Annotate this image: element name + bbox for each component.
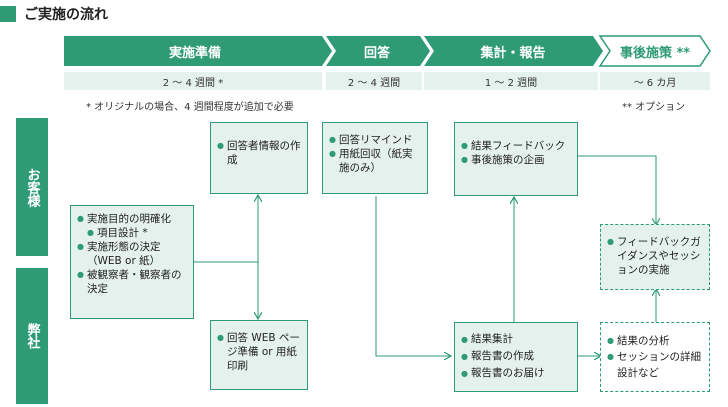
lane-company: 弊社 bbox=[16, 268, 48, 404]
duration-3: 1 ～ 2 週間 bbox=[424, 72, 598, 90]
duration-4: ～ 6 カ月 bbox=[600, 72, 710, 90]
box-feedback: 結果フィードバック 事後施策の企画 bbox=[454, 122, 578, 196]
phase-label-4: 事後施策 ** bbox=[619, 45, 691, 61]
phase-label-2: 回答 bbox=[363, 45, 390, 61]
box-answer-web: 回答 WEB ページ準備 or 用紙印刷 bbox=[210, 320, 308, 390]
note-right: ** オプション bbox=[622, 102, 686, 113]
box-remind: 回答リマインド 用紙回収（紙実施のみ） bbox=[322, 122, 428, 194]
lane-customer: お客様 bbox=[16, 118, 48, 256]
phase-arrow-3 bbox=[424, 36, 603, 66]
phase-label-1: 実施準備 bbox=[168, 45, 221, 61]
duration-1: 2 ～ 4 週間 * bbox=[64, 72, 322, 90]
box-respondent-info: 回答者情報の作成 bbox=[210, 122, 308, 194]
phase-label-3: 集計・報告 bbox=[480, 45, 546, 61]
phase-arrow-4 bbox=[598, 35, 711, 67]
page-title: ご実施の流れ bbox=[24, 7, 108, 23]
duration-2: 2 ～ 4 週間 bbox=[326, 72, 422, 90]
box-guidance: フィードバックガイダンスやセッションの実施 bbox=[600, 224, 710, 290]
box-aggregate: 結果集計 報告書の作成 報告書のお届け bbox=[454, 322, 578, 392]
phase-arrows bbox=[64, 35, 711, 67]
title-marker bbox=[0, 6, 16, 22]
phase-arrow-2 bbox=[326, 36, 430, 66]
box-prep-customer: 実施目的の明確化 項目設計 * 実施形態の決定（WEB or 紙） 被観察者・観… bbox=[70, 205, 194, 319]
phase-arrow-1 bbox=[64, 36, 332, 66]
note-left: * オリジナルの場合、4 週間程度が追加で必要 bbox=[86, 102, 294, 113]
box-analysis: 結果の分析 セッションの詳細設計など bbox=[600, 322, 710, 392]
